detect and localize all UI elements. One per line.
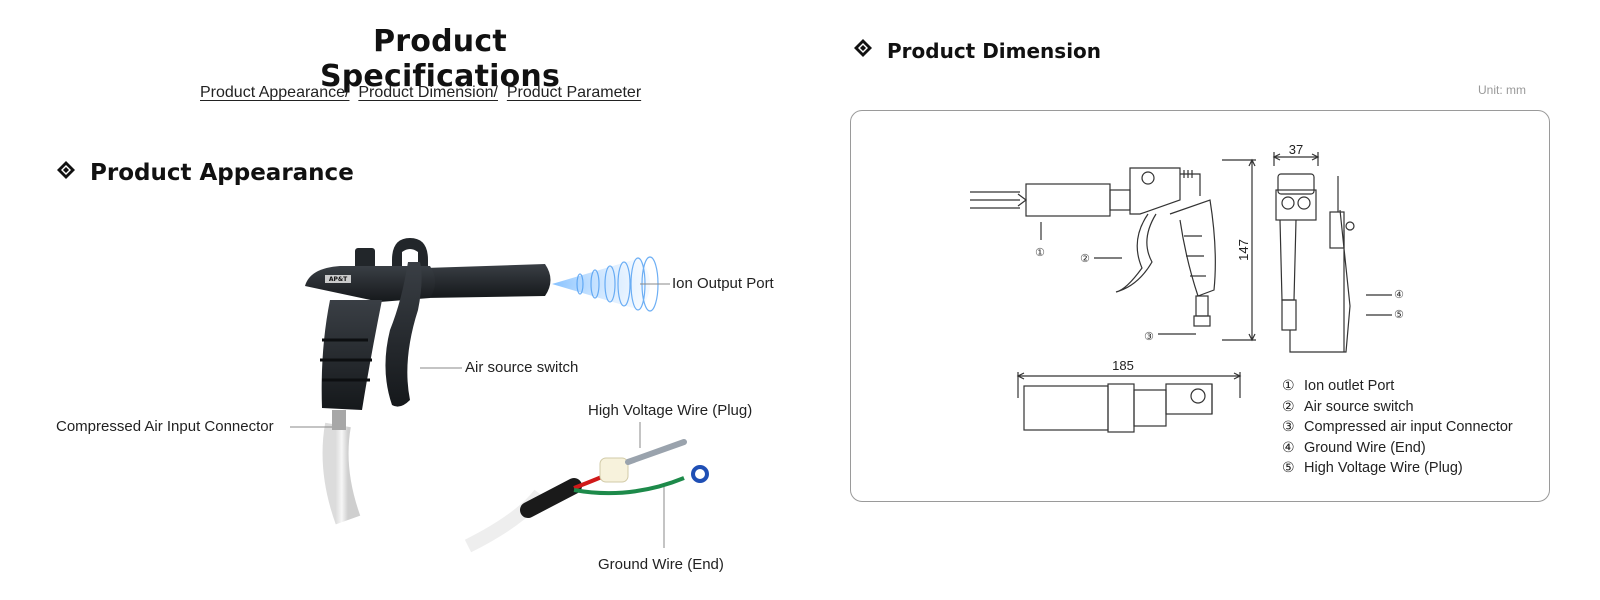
nav-link-product-appearance[interactable]: Product Appearance (200, 84, 345, 101)
legend-label: Ground Wire (End) (1304, 439, 1426, 456)
legend-label: Air source switch (1304, 398, 1414, 415)
legend-item: ③ Compressed air input Connector (1282, 417, 1513, 438)
legend-item: ① Ion outlet Port (1282, 376, 1513, 397)
anchor-nav: Product Appearance/ Product Dimension/ P… (200, 84, 641, 102)
legend-number: ① (1282, 378, 1295, 395)
legend-label: Ion outlet Port (1304, 378, 1395, 395)
marker-1: ① (1035, 246, 1045, 259)
page-title: Product Specifications (319, 24, 561, 94)
marker-2: ② (1080, 252, 1090, 265)
section-title: Product Appearance (90, 160, 354, 186)
legend-number: ⑤ (1282, 460, 1295, 477)
legend-number: ④ (1282, 439, 1295, 456)
legend-number: ③ (1282, 419, 1295, 436)
nav-link-product-parameter[interactable]: Product Parameter (506, 84, 642, 101)
unit-label: Unit: mm (1478, 83, 1526, 97)
gun-brand-text: AP&T (329, 276, 348, 283)
section-title: Product Dimension (887, 38, 1102, 63)
marker-5: ⑤ (1394, 308, 1404, 321)
legend-item: ⑤ High Voltage Wire (Plug) (1282, 458, 1513, 479)
marker-4: ④ (1394, 288, 1404, 301)
cable-assembly (464, 439, 709, 553)
product-appearance-heading: Product Appearance (56, 160, 354, 186)
dim-length-label: 185 (1112, 358, 1134, 373)
product-dimension-heading: Product Dimension (853, 38, 1101, 63)
callout-high-voltage-wire: High Voltage Wire (Plug) (588, 402, 753, 419)
legend-number: ② (1282, 398, 1295, 415)
legend-item: ④ Ground Wire (End) (1282, 438, 1513, 459)
legend-label: Compressed air input Connector (1304, 419, 1513, 436)
nav-separator: / (493, 84, 498, 101)
dim-height-label: 147 (1236, 239, 1251, 261)
nav-link-product-dimension[interactable]: Product Dimension (358, 84, 494, 101)
nav-separator: / (345, 84, 350, 101)
callout-compressed-air-input: Compressed Air Input Connector (56, 418, 274, 435)
callout-ion-output-port: Ion Output Port (672, 275, 774, 292)
marker-3: ③ (1144, 330, 1154, 343)
legend-label: High Voltage Wire (Plug) (1304, 460, 1463, 477)
dimension-legend: ① Ion outlet Port ② Air source switch ③ Com… (1282, 376, 1513, 479)
callout-ground-wire: Ground Wire (End) (598, 556, 724, 573)
air-gun-photo: AP&T (290, 238, 709, 553)
dimension-panel (850, 110, 1550, 502)
callout-air-source-switch: Air source switch (465, 359, 579, 376)
legend-item: ② Air source switch (1282, 397, 1513, 418)
diamond-icon (56, 160, 76, 186)
diamond-icon (853, 38, 873, 63)
dim-width-label: 37 (1289, 142, 1303, 157)
air-gun-body: AP&T (305, 238, 551, 410)
